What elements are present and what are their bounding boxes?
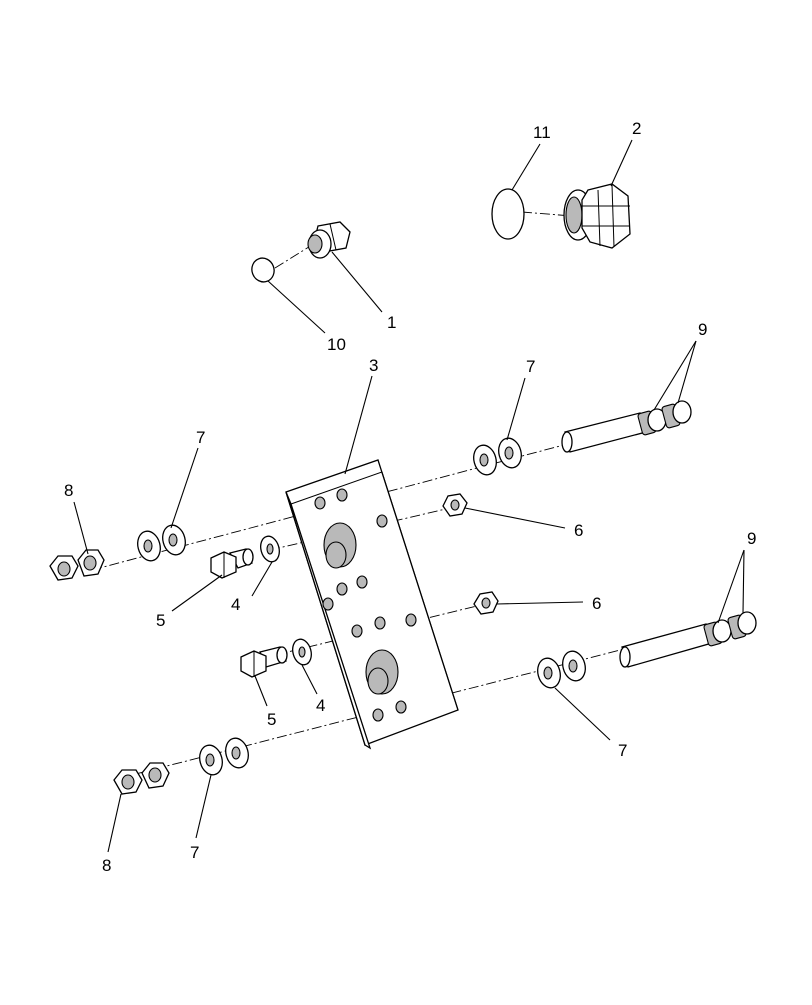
callout-9-upper: 9 <box>698 320 707 339</box>
washer-part-4-upper <box>260 535 280 563</box>
washer-part-4-lower <box>292 638 312 666</box>
callout-6-upper: 6 <box>574 521 583 540</box>
plug-fitting-part-1 <box>307 221 351 259</box>
hex-nuts-part-8-upper <box>49 549 105 581</box>
callout-7-lower-right: 7 <box>618 741 627 760</box>
callout-9-lower: 9 <box>747 529 756 548</box>
callout-4-upper: 4 <box>231 595 240 614</box>
bolt-part-5-upper <box>210 548 254 579</box>
callout-1: 1 <box>387 313 396 332</box>
hex-nut-part-6-upper <box>442 493 468 517</box>
hex-plug-part-2 <box>563 183 631 249</box>
studs-part-9-upper <box>561 400 692 453</box>
o-ring-part-11 <box>491 188 525 240</box>
callout-2: 2 <box>632 119 641 138</box>
studs-part-9-lower <box>619 611 757 668</box>
callout-6-lower: 6 <box>592 594 601 613</box>
leader-lines <box>73 139 745 853</box>
callout-7-upper-right: 7 <box>526 357 535 376</box>
o-ring-part-10 <box>251 257 275 283</box>
callout-11: 11 <box>533 123 551 142</box>
callout-8-upper: 8 <box>64 481 73 500</box>
callout-5-lower: 5 <box>267 710 276 729</box>
washers-part-7-lower-left <box>199 737 249 776</box>
washers-part-7-upper-left <box>137 524 186 562</box>
callout-4-lower: 4 <box>316 696 325 715</box>
callout-7-upper-left: 7 <box>196 428 205 447</box>
callout-labels: 1 10 2 11 3 7 7 8 9 6 6 4 5 4 5 9 7 7 8 <box>64 119 756 875</box>
hex-nuts-part-8-lower <box>113 762 170 795</box>
callout-8-lower: 8 <box>102 856 111 875</box>
washers-part-7-upper-right <box>473 437 522 476</box>
bolt-part-5-lower <box>240 646 288 678</box>
callout-5-upper: 5 <box>156 611 165 630</box>
callout-7-lower-left: 7 <box>190 843 199 862</box>
washers-part-7-lower-right <box>537 650 586 689</box>
hex-nut-part-6-lower <box>473 591 499 615</box>
callout-10: 10 <box>327 335 346 354</box>
callout-3: 3 <box>369 356 378 375</box>
mounting-plate-part-3 <box>285 459 459 750</box>
